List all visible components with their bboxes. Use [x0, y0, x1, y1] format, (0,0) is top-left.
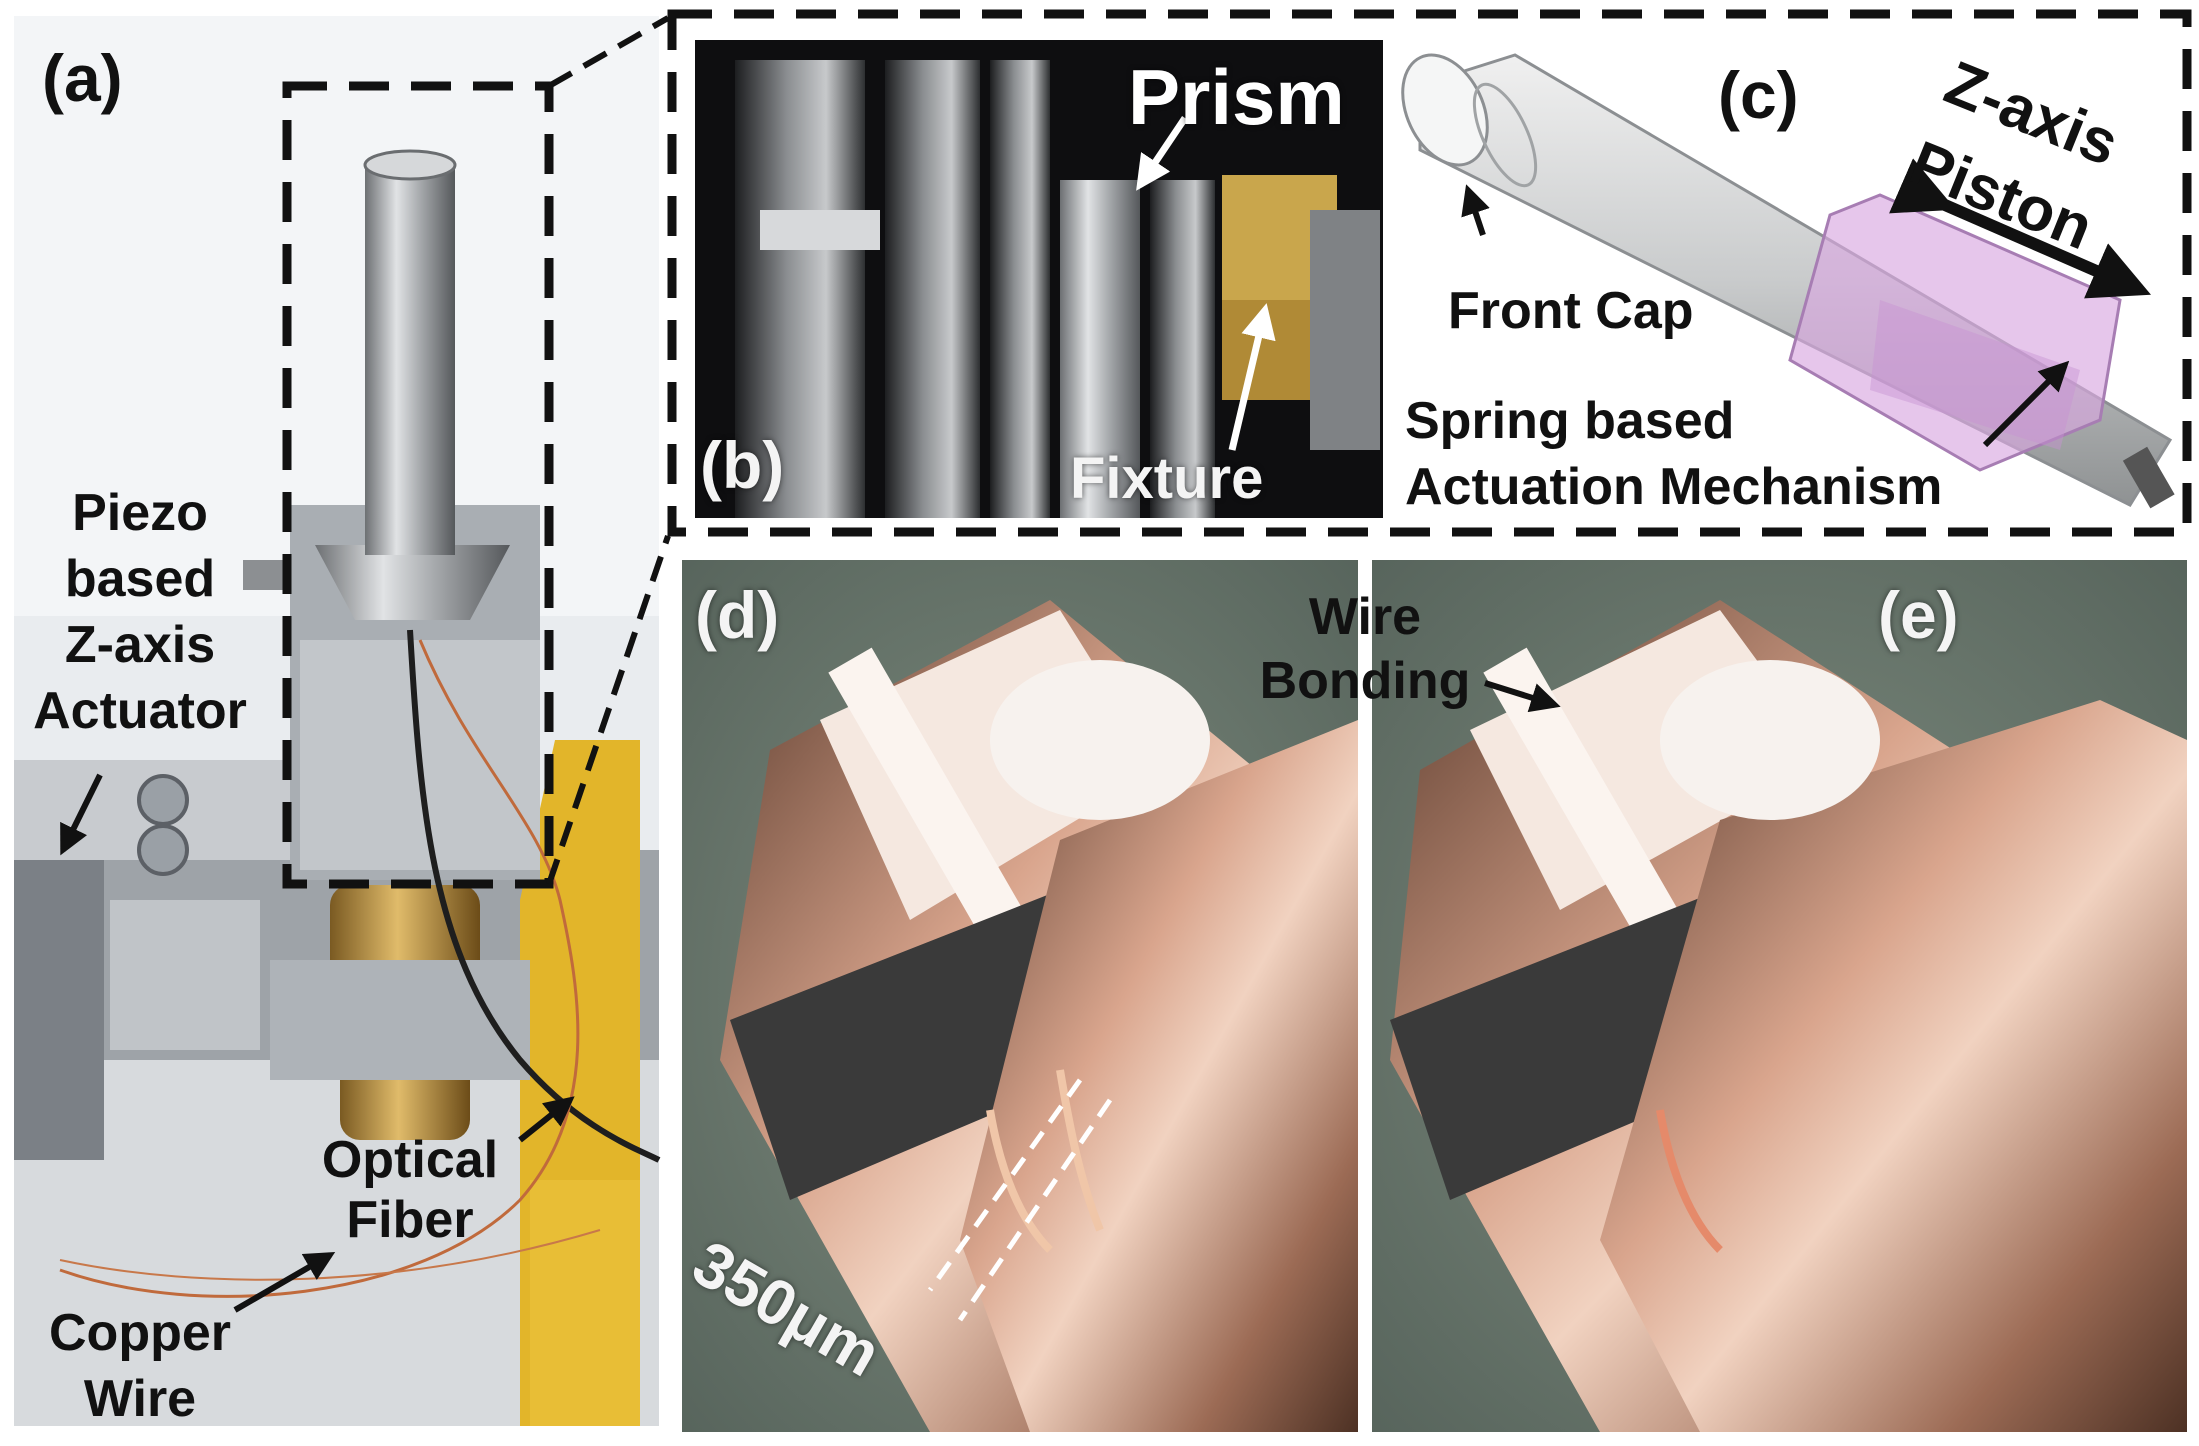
- panel-a-label: (a): [42, 41, 123, 115]
- panel-separator: [1358, 560, 1372, 1432]
- panel-a-arrows: [60, 773, 575, 1313]
- panel-e-label: (e): [1878, 578, 1959, 652]
- copper-wire-annotation: Copper Wire: [30, 1300, 250, 1432]
- piezo-line-1: Piezo: [72, 484, 208, 542]
- copper-line-2: Wire: [83, 1370, 197, 1428]
- piezo-line-4: Actuator: [33, 682, 247, 740]
- piezo-line-2: based: [64, 550, 216, 608]
- panel-a-zoom-box: [282, 15, 671, 889]
- fixture-label: Fixture: [1070, 446, 1264, 511]
- piezo-actuator-annotation: Piezo based Z-axis Actuator: [20, 480, 260, 744]
- spring-line-1: Spring based: [1405, 392, 1735, 450]
- inset-frame: [667, 9, 2192, 537]
- piezo-line-3: Z-axis: [64, 616, 216, 674]
- spring-line-2: Actuation Mechanism: [1405, 458, 1943, 516]
- panel-b-arrows: [1136, 116, 1276, 451]
- optical-line-1: Optical: [321, 1131, 499, 1189]
- optical-line-2: Fiber: [346, 1191, 474, 1249]
- panel-e-arrows: [1484, 680, 1561, 713]
- panel-c-label: (c): [1718, 58, 1799, 132]
- wire-bonding-annotation: Wire Bonding: [1245, 585, 1485, 713]
- panel-d-micrograph: [682, 560, 1358, 1432]
- panel-d-label: (d): [695, 578, 780, 652]
- copper-line-1: Copper: [49, 1304, 231, 1362]
- panel-b-photo: [695, 40, 1383, 518]
- wire-line-1: Wire: [1308, 588, 1422, 646]
- optical-fiber-annotation: Optical Fiber: [300, 1130, 520, 1250]
- panel-e-micrograph: [1372, 560, 2187, 1432]
- prism-label: Prism: [1128, 53, 1345, 141]
- panel-b-label: (b): [700, 428, 785, 502]
- wire-line-2: Bonding: [1259, 652, 1471, 710]
- spring-annotation: Spring based Actuation Mechanism: [1405, 388, 1942, 520]
- front-cap-label: Front Cap: [1448, 282, 1694, 340]
- panel-c-arrows: [1461, 158, 2152, 448]
